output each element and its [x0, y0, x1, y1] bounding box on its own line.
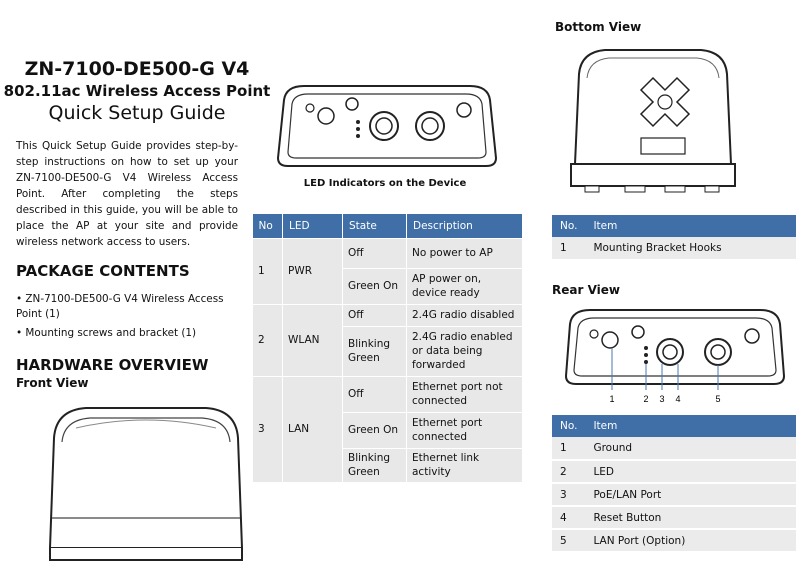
table-row: 2 LED	[552, 460, 796, 484]
table-row: 3 LAN Off Ethernet port not connected	[252, 375, 523, 483]
model-title: ZN-7100-DE500-G V4	[24, 58, 250, 80]
led-description: No power to AP	[406, 237, 523, 269]
rear-item-name: Reset Button	[585, 506, 796, 530]
table-row: 1 Mounting Bracket Hooks	[552, 237, 796, 261]
rear-item-no: 2	[552, 460, 586, 484]
rear-callout-5: 5	[715, 394, 720, 404]
led-no: 1	[252, 237, 283, 305]
hardware-heading: HARDWARE OVERVIEW	[16, 356, 209, 374]
table-row: 3 PoE/LAN Port	[552, 483, 796, 507]
rear-item-no: 3	[552, 483, 586, 507]
rear-view-table: No. Item 1 Ground 2 LED 3 PoE/LAN Port 4…	[552, 415, 796, 553]
rear-item-no: 1	[552, 437, 586, 461]
rear-callout-3: 3	[659, 394, 664, 404]
rear-view-illustration: 1 2 3 4 5	[564, 309, 786, 404]
rear-item-no: 4	[552, 506, 586, 530]
guide-title: Quick Setup Guide	[48, 102, 226, 124]
rear-item-name: PoE/LAN Port	[585, 483, 796, 507]
led-state: Green On	[342, 267, 407, 305]
led-header-no: No	[252, 214, 283, 238]
led-table: No LED State Description 1 PWR Off No po…	[252, 214, 523, 483]
table-row: Green On Ethernet port connected	[253, 411, 523, 449]
led-name: WLAN	[282, 303, 343, 377]
rear-item-name: LAN Port (Option)	[585, 529, 796, 553]
rear-item-name: LED	[585, 460, 796, 484]
package-item: • ZN-7100-DE500-G V4 Wireless Access Poi…	[16, 293, 224, 320]
led-name: LAN	[282, 375, 343, 483]
front-view-heading: Front View	[16, 376, 89, 390]
bottom-view-illustration	[570, 49, 736, 193]
rear-view-heading: Rear View	[552, 283, 620, 297]
table-row: 1 PWR Off No power to AP	[252, 237, 523, 305]
led-state: Blinking Green	[342, 325, 407, 377]
led-description: Ethernet port connected	[406, 411, 523, 449]
bottom-item-no: 1	[552, 237, 586, 261]
rear-header-no: No.	[552, 415, 586, 437]
led-description: 2.4G radio enabled or data being forward…	[406, 325, 523, 377]
intro-paragraph: This Quick Setup Guide provides step-by-…	[16, 140, 238, 248]
package-heading: PACKAGE CONTENTS	[16, 262, 190, 280]
led-state: Off	[342, 237, 407, 269]
table-row: 1 Ground	[552, 437, 796, 461]
led-state: Blinking Green	[342, 447, 407, 483]
led-header-description: Description	[406, 214, 523, 238]
table-row: 4 Reset Button	[552, 506, 796, 530]
led-description: AP power on, device ready	[406, 267, 523, 305]
rear-callout-2: 2	[643, 394, 648, 404]
package-item: • Mounting screws and bracket (1)	[16, 327, 197, 339]
led-state: Green On	[342, 411, 407, 449]
product-subtitle: 802.11ac Wireless Access Point	[3, 82, 271, 100]
table-row: Blinking Green Ethernet link activity	[253, 447, 523, 483]
bottom-header-no: No.	[552, 215, 586, 237]
table-row: 5 LAN Port (Option)	[552, 529, 796, 553]
led-description: Ethernet port not connected	[406, 375, 523, 413]
led-description: Ethernet link activity	[406, 447, 523, 483]
rear-item-name: Ground	[585, 437, 796, 461]
table-row: 2 WLAN Off 2.4G radio disabled	[252, 303, 523, 377]
bottom-view-heading: Bottom View	[555, 20, 642, 34]
led-no: 3	[252, 375, 283, 483]
led-header-led: LED	[282, 214, 343, 238]
table-row: Green On AP power on, device ready	[253, 267, 523, 305]
package-list: • ZN-7100-DE500-G V4 Wireless Access Poi…	[16, 292, 246, 345]
led-description: 2.4G radio disabled	[406, 303, 523, 327]
bottom-item-name: Mounting Bracket Hooks	[585, 237, 796, 261]
rear-header-item: Item	[585, 415, 796, 437]
led-state: Off	[342, 303, 407, 327]
rear-callout-1: 1	[609, 394, 614, 404]
bottom-view-table: No. Item 1 Mounting Bracket Hooks	[552, 215, 796, 261]
led-header-state: State	[342, 214, 407, 238]
led-no: 2	[252, 303, 283, 377]
front-view-illustration	[48, 407, 244, 561]
bottom-header-item: Item	[585, 215, 796, 237]
led-caption: LED Indicators on the Device	[303, 178, 467, 189]
led-state: Off	[342, 375, 407, 413]
led-device-illustration	[276, 85, 498, 167]
led-name: PWR	[282, 237, 343, 305]
rear-callout-4: 4	[675, 394, 680, 404]
rear-item-no: 5	[552, 529, 586, 553]
